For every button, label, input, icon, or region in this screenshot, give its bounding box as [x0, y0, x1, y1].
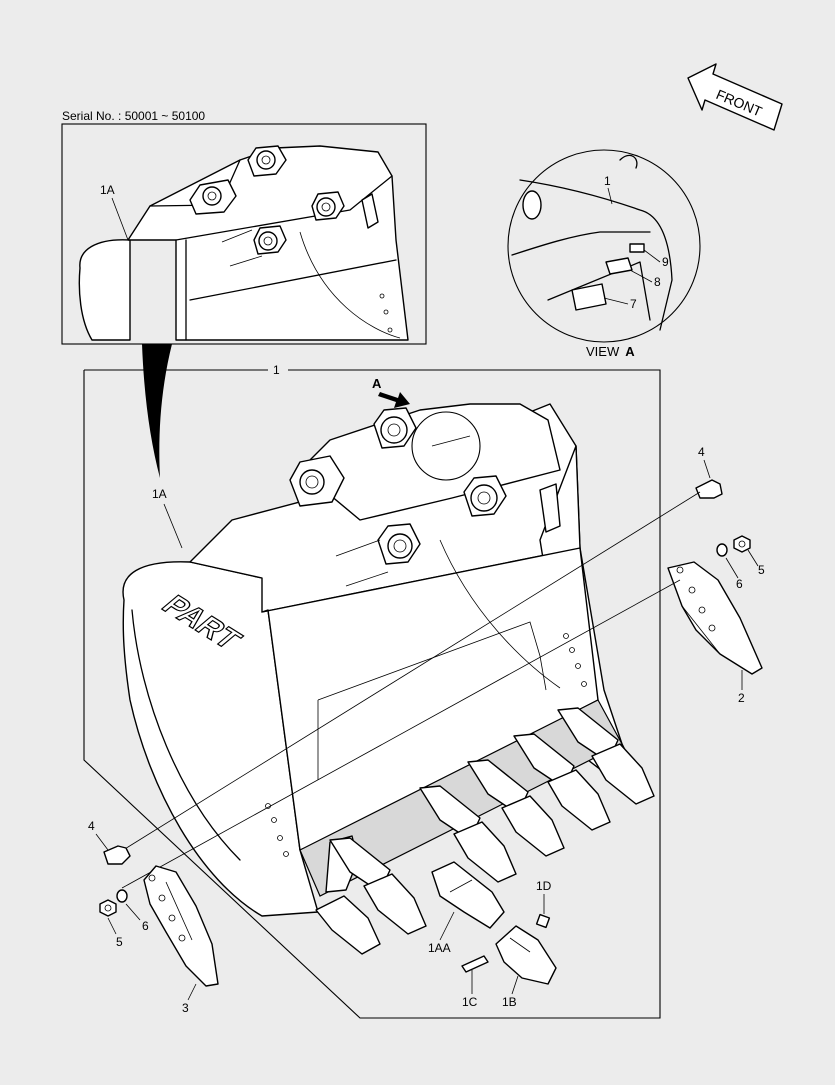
view-callout-1: 1 — [604, 174, 611, 188]
tooth-4 — [467, 759, 565, 857]
view-a-reference-circle — [411, 411, 481, 481]
main-assembly-frame — [83, 369, 661, 1019]
view-leader-9 — [643, 249, 661, 263]
view-a-detail — [507, 149, 701, 343]
left-leader-3 — [187, 983, 197, 1001]
view-callout-8: 8 — [654, 275, 661, 289]
right-callout-6: 6 — [736, 577, 743, 591]
right-leader-4 — [703, 459, 711, 479]
view-arrow-icon — [378, 392, 410, 408]
left-leader-6 — [125, 903, 141, 921]
left-leader-5 — [107, 917, 117, 935]
tooth-lock — [535, 913, 551, 929]
leader-1aa — [439, 911, 455, 941]
exploded-tooth-point — [495, 925, 557, 985]
left-callout-5: 5 — [116, 935, 123, 949]
left-callout-4: 4 — [88, 819, 95, 833]
tooth-6 — [557, 707, 655, 805]
callout-1aa: 1AA — [428, 941, 451, 955]
right-nut — [733, 535, 751, 553]
right-washer — [716, 543, 728, 557]
tooth-pin — [461, 955, 489, 973]
view-callout-9: 9 — [662, 255, 669, 269]
main-callout-1a: 1A — [152, 487, 167, 501]
callout-1d: 1D — [536, 879, 552, 893]
inset-bucket-drawing — [78, 145, 409, 341]
right-leader-5 — [747, 549, 759, 567]
serial-number-text: Serial No. : 50001 ~ 50100 — [62, 109, 205, 123]
right-cutter-axis — [121, 579, 681, 889]
right-side-cutter — [667, 561, 763, 675]
view-callout-7: 7 — [630, 297, 637, 311]
tooth-2 — [329, 837, 427, 935]
view-leader-7 — [603, 297, 629, 305]
exploded-tooth-adapter — [431, 861, 505, 929]
front-direction-arrow: FRONT — [687, 63, 783, 131]
left-side-cutter — [143, 865, 219, 987]
leader-1b — [511, 975, 519, 995]
tooth-3 — [419, 785, 517, 883]
view-arrow-label: A — [372, 376, 382, 391]
right-leader-6 — [725, 557, 739, 579]
left-leader-4 — [95, 833, 109, 851]
teeth-row — [315, 707, 655, 955]
left-callout-6: 6 — [142, 919, 149, 933]
inset-connector-swoosh — [142, 344, 172, 478]
main-callout-1: 1 — [273, 363, 280, 377]
callout-1c: 1C — [462, 995, 478, 1009]
main-bucket-drawing — [122, 403, 641, 917]
callout-1b: 1B — [502, 995, 517, 1009]
tooth-5 — [513, 733, 611, 831]
view-leader-8 — [629, 269, 653, 283]
right-bolt-axis — [119, 491, 701, 853]
left-nut — [99, 899, 117, 917]
right-bolt — [695, 479, 723, 499]
right-callout-2: 2 — [738, 691, 745, 705]
right-callout-5: 5 — [758, 563, 765, 577]
right-callout-4: 4 — [698, 445, 705, 459]
left-washer — [116, 889, 128, 903]
serial-inset-frame — [61, 123, 427, 345]
left-callout-3: 3 — [182, 1001, 189, 1015]
inset-leader-1a — [111, 197, 129, 241]
left-bolt — [103, 845, 131, 865]
inset-callout-1a: 1A — [100, 183, 115, 197]
main-leader-1a — [163, 503, 183, 549]
view-leader-1 — [607, 187, 613, 205]
